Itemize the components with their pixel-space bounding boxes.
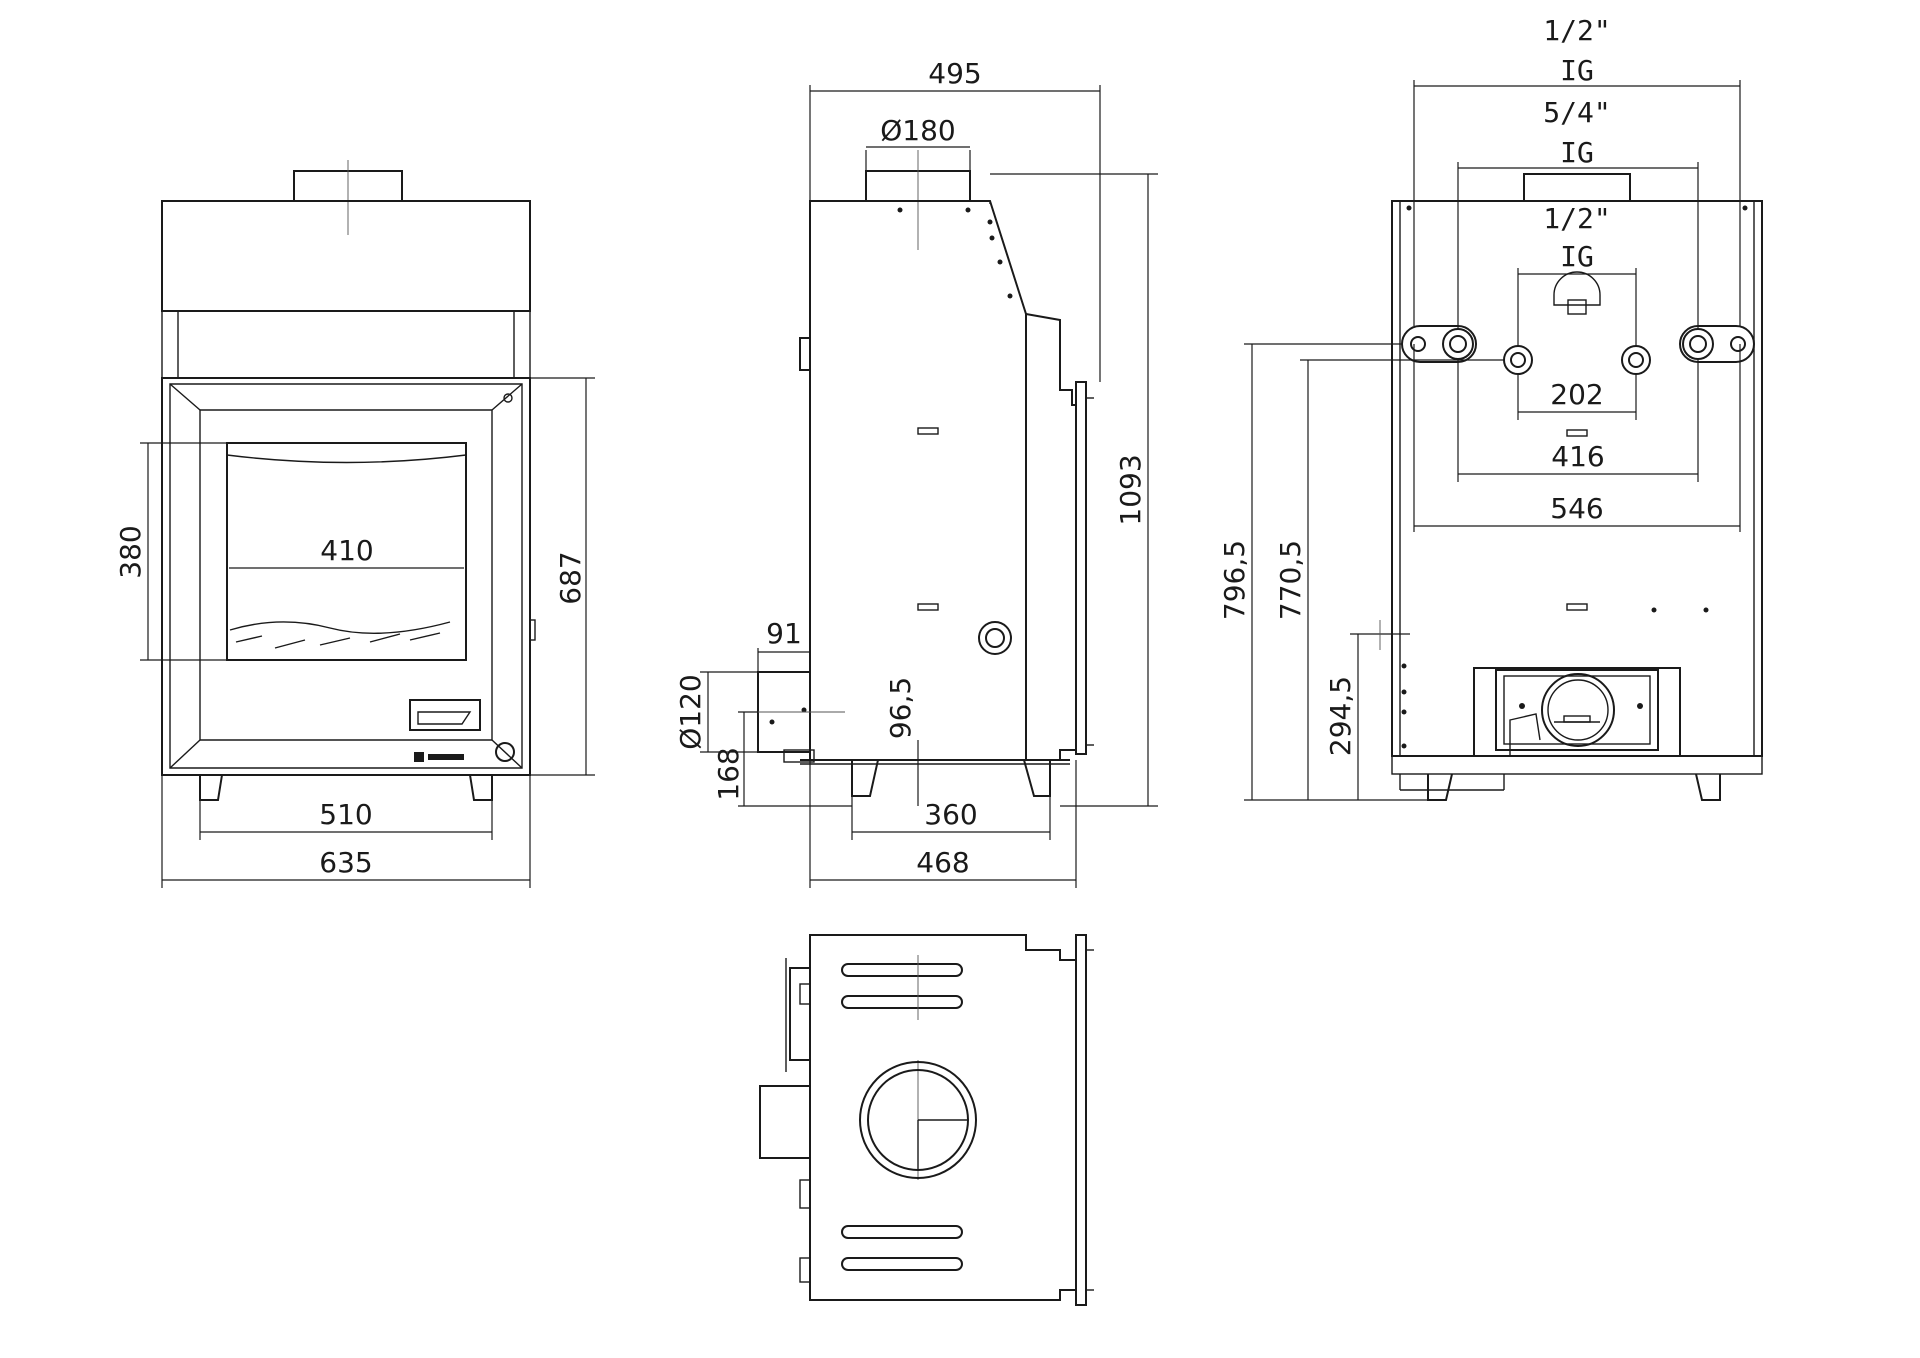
rear-outer-conn-size: 1/2" xyxy=(1543,14,1610,47)
dim-inner-spacing: 202 xyxy=(1550,378,1603,411)
air-knob xyxy=(495,742,515,762)
door-outer xyxy=(169,383,523,769)
top-door-glass xyxy=(1075,934,1087,1306)
dim-glass-width: 410 xyxy=(320,534,373,567)
top-air-inlet xyxy=(759,1085,811,1159)
dim-glass-height: 380 xyxy=(114,525,147,578)
door-inner xyxy=(199,409,493,741)
rear-inner-connection-right xyxy=(1621,345,1651,375)
rear-view: 1/2" IG 5/4" IG 1/2" IG 202 416 546 796,… xyxy=(1218,14,1763,801)
hood-lower-band xyxy=(161,310,531,379)
dim-air-inlet-diameter: Ø120 xyxy=(674,674,707,749)
dim-overall-width: 635 xyxy=(319,846,372,879)
front-view: 687 380 410 510 635 xyxy=(114,160,595,888)
side-view: 495 Ø180 1093 91 Ø120 168 96,5 360 468 xyxy=(674,57,1158,888)
dim-front-height: 687 xyxy=(554,551,587,604)
rear-outer-conn-type: IG xyxy=(1560,54,1594,87)
dim-rear-height-mid: 770,5 xyxy=(1274,540,1307,620)
glass-panel xyxy=(226,442,467,661)
dim-mid-spacing: 416 xyxy=(1551,440,1604,473)
rear-body xyxy=(1391,200,1763,757)
rear-air-inlet xyxy=(1495,669,1659,751)
foot-right xyxy=(469,774,493,801)
dim-side-depth-top: 495 xyxy=(928,57,981,90)
dim-air-inlet-offset: 96,5 xyxy=(884,677,917,739)
dim-overall-height: 1093 xyxy=(1114,454,1147,525)
foot-left xyxy=(199,774,223,801)
dim-rear-height-outer: 796,5 xyxy=(1218,540,1251,620)
body-frame xyxy=(161,377,531,776)
side-body xyxy=(809,200,1027,761)
door-handle xyxy=(409,699,481,731)
top-hood xyxy=(161,200,531,312)
rear-foot-left xyxy=(1427,773,1453,801)
side-foot-left xyxy=(851,759,879,797)
dim-air-inlet-height: 168 xyxy=(712,747,745,800)
dim-feet-spacing: 360 xyxy=(924,798,977,831)
rear-mid-conn-size: 5/4" xyxy=(1543,96,1610,129)
dim-air-inlet-width: 91 xyxy=(766,617,802,650)
dim-outer-spacing: 546 xyxy=(1550,492,1603,525)
dim-flue-diameter: Ø180 xyxy=(880,114,955,147)
rear-top-boss xyxy=(1553,271,1601,306)
top-rear-pipe xyxy=(789,967,810,1061)
side-door-profile xyxy=(1025,313,1077,761)
rear-flue-collar xyxy=(1523,173,1631,202)
side-door-glass xyxy=(1075,381,1087,755)
rear-outer-connection-left xyxy=(1401,325,1477,363)
rear-foot-right xyxy=(1695,773,1721,801)
side-foot-right xyxy=(1023,759,1051,797)
rear-inner-conn-size: 1/2" xyxy=(1543,202,1610,235)
rear-outer-connection-right xyxy=(1679,325,1755,363)
brand-logo xyxy=(414,752,424,762)
top-view xyxy=(759,934,1094,1306)
rear-thermocouple xyxy=(1509,713,1541,756)
top-flue-ring xyxy=(859,1061,977,1179)
rear-inner-conn-type: IG xyxy=(1560,240,1594,273)
rear-inner-connection-left xyxy=(1503,345,1533,375)
dim-overall-depth: 468 xyxy=(916,846,969,879)
rear-mid-conn-type: IG xyxy=(1560,136,1594,169)
fire-logs xyxy=(229,621,451,634)
dim-feet-width: 510 xyxy=(319,798,372,831)
side-water-fitting xyxy=(978,621,1012,655)
top-body xyxy=(809,934,1077,1301)
dim-rear-height-low: 294,5 xyxy=(1324,676,1357,756)
rear-air-box xyxy=(1473,667,1681,756)
